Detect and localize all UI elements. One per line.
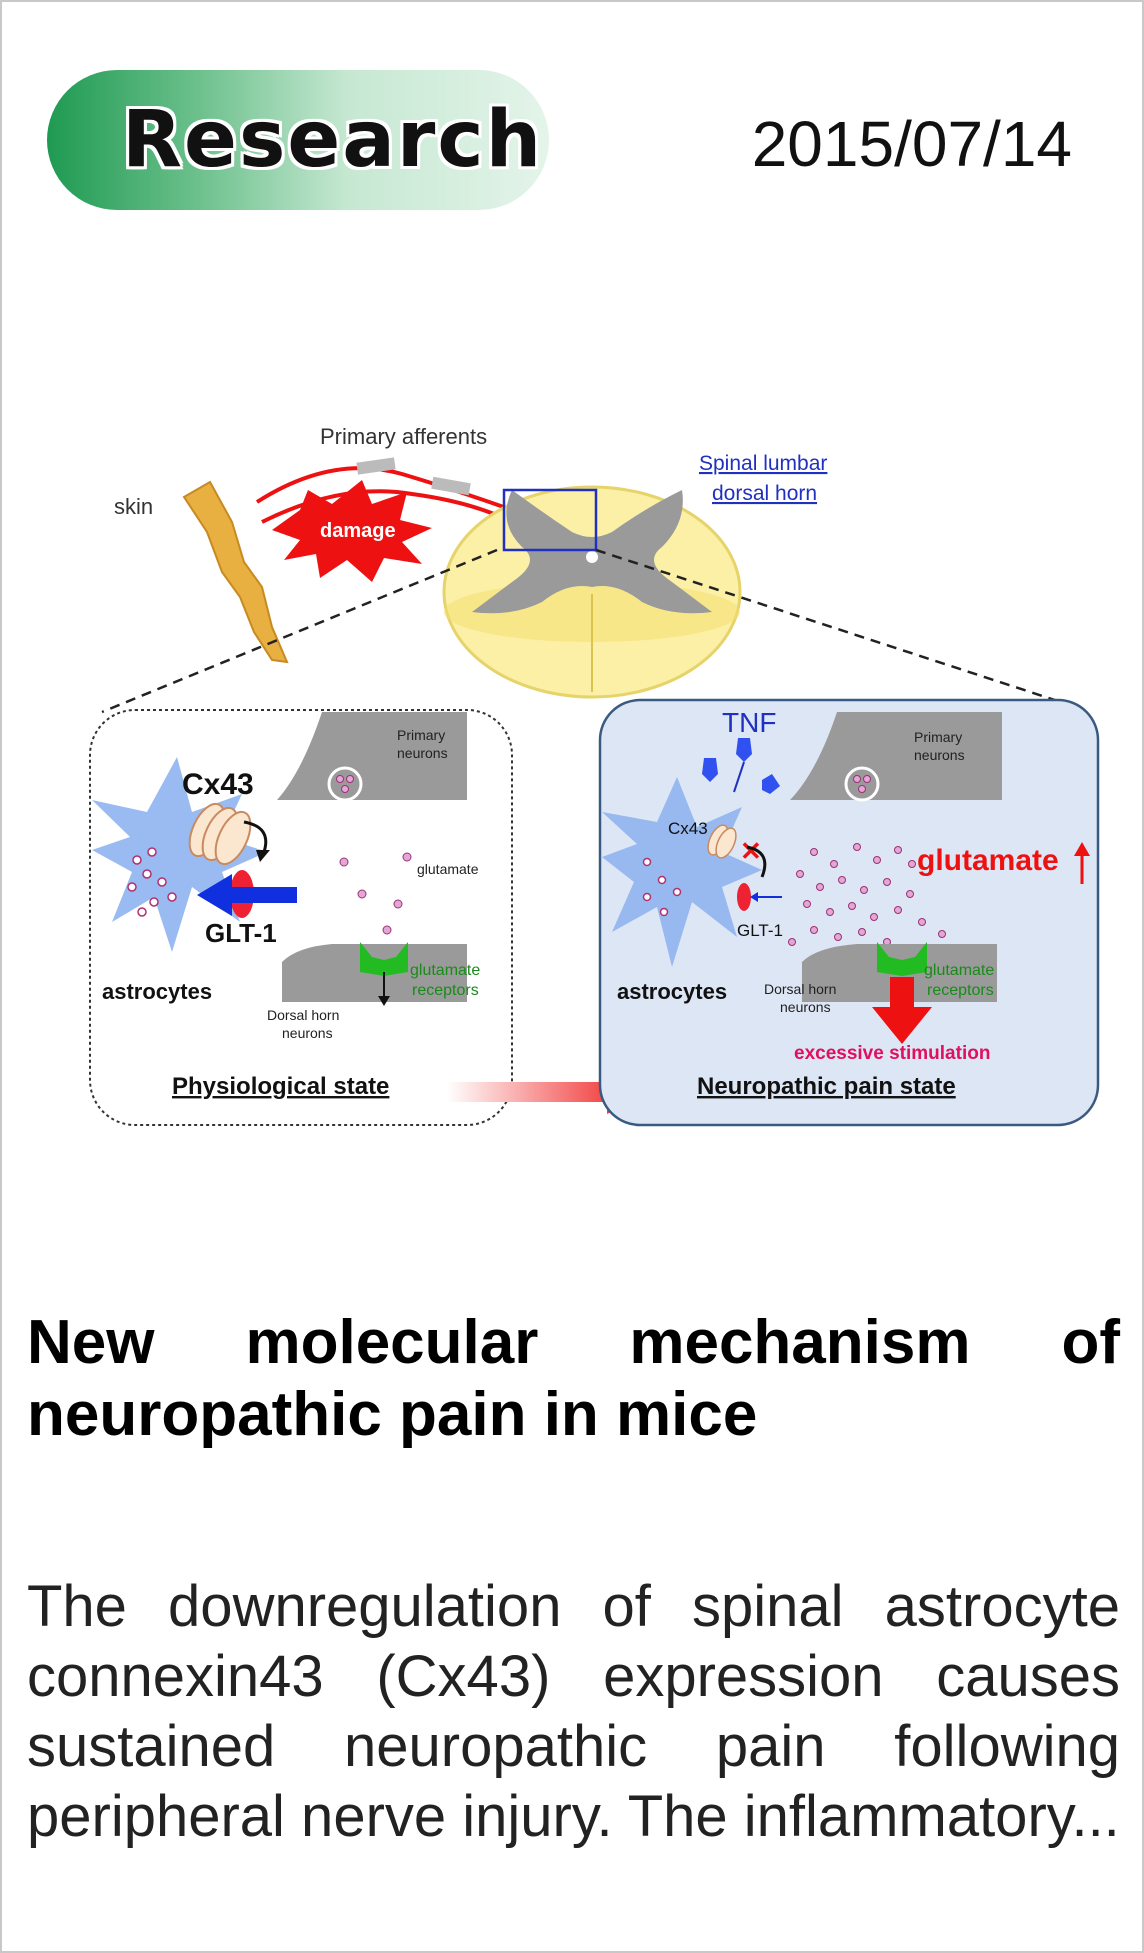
right-receptor-label1: glutamate: [924, 962, 994, 979]
uptake-arrow-left: [197, 874, 297, 916]
transition-arrow: [447, 1070, 654, 1114]
damage-burst: [272, 480, 432, 582]
left-receptor-label1: glutamate: [410, 962, 480, 979]
right-glutamate-label: glutamate: [917, 844, 1059, 877]
spinal-label-line2: dorsal horn: [712, 482, 817, 505]
glutamate-dots-right: [788, 843, 946, 946]
astro-vesicles-left: [127, 847, 177, 917]
tnf-label: TNF: [722, 707, 776, 738]
physiological-state-label: Physiological state: [172, 1073, 389, 1100]
stimulation-arrow: [872, 977, 932, 1044]
right-receptor-label2: receptors: [927, 982, 994, 999]
focus-box: [502, 488, 598, 552]
left-receptor-label2: receptors: [412, 982, 479, 999]
category-label: Research: [122, 95, 544, 185]
left-primary-label2: neurons: [397, 745, 448, 761]
category-badge: Research: [47, 70, 549, 210]
stimulation-label: excessive stimulation: [794, 1043, 990, 1064]
neuropathic-panel: [598, 698, 1100, 1127]
right-dorsal-label2: neurons: [780, 999, 831, 1015]
left-cx43-label: Cx43: [182, 768, 254, 801]
glutamate-dots-left: [339, 852, 412, 935]
blocked-mark: ✕: [740, 836, 762, 866]
left-astrocytes-label: astrocytes: [102, 979, 212, 1004]
research-figure: skin Primary afferents damage Spinal lum…: [72, 382, 1102, 1182]
tnf-molecules: [702, 738, 780, 794]
publish-date: 2015/07/14: [751, 108, 1072, 180]
damage-label: damage: [320, 520, 396, 542]
right-primary-label2: neurons: [914, 747, 965, 763]
astro-vesicles-right: [642, 857, 682, 917]
skin-strip: [182, 480, 289, 664]
right-primary-label1: Primary: [914, 729, 962, 745]
primary-neuron-left: [277, 712, 467, 800]
left-primary-label1: Primary: [397, 727, 445, 743]
primary-neuron-right: [790, 712, 1002, 800]
right-dorsal-label1: Dorsal horn: [764, 981, 836, 997]
left-glt1-label: GLT-1: [205, 918, 277, 948]
right-astrocytes-label: astrocytes: [617, 979, 727, 1004]
right-glt1-label: GLT-1: [737, 921, 783, 940]
spinal-label-line1: Spinal lumbar: [699, 452, 827, 475]
article-summary: The downregulation of spinal astrocyte c…: [27, 1574, 1120, 1849]
cx43-channel-right: [707, 824, 737, 859]
right-cx43-label: Cx43: [668, 819, 708, 838]
neuropathic-state-label: Neuropathic pain state: [697, 1073, 956, 1100]
receptor-right: [877, 942, 927, 976]
left-dorsal-label2: neurons: [282, 1025, 333, 1041]
glt1-right: [737, 883, 751, 911]
primary-afferents-label: Primary afferents: [320, 424, 487, 449]
skin-label: skin: [114, 494, 153, 519]
cx43-channel-left: [188, 802, 252, 866]
article-title[interactable]: New molecular mechanism of neuropathic p…: [27, 1308, 1120, 1449]
left-glutamate-label: glutamate: [417, 861, 479, 877]
receptor-left: [360, 942, 408, 976]
left-dorsal-label1: Dorsal horn: [267, 1007, 339, 1023]
